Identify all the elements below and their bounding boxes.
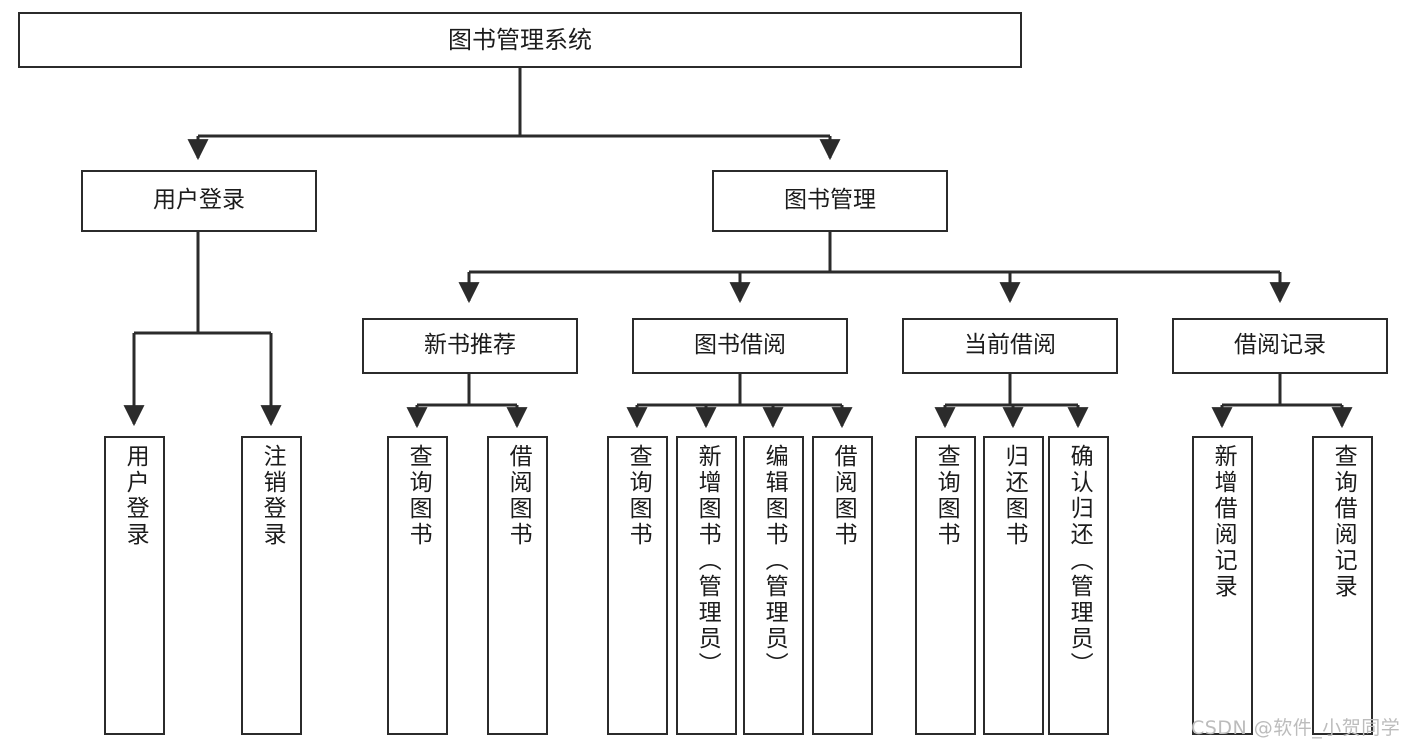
node-borrow-record[interactable]: 借阅记录 — [1172, 318, 1388, 374]
node-root-book-management-system[interactable]: 图书管理系统 — [18, 12, 1022, 68]
node-label: 图书管理系统 — [448, 25, 592, 54]
node-user-login[interactable]: 用户登录 — [81, 170, 317, 232]
node-label: 用户登录 — [153, 187, 245, 214]
node-label: 新书推荐 — [424, 332, 516, 359]
node-label: 查询借阅记录 — [1330, 444, 1357, 600]
leaf-current-borrow-confirm-return-admin[interactable]: 确认归还（管理员） — [1048, 436, 1109, 735]
node-book-borrow[interactable]: 图书借阅 — [632, 318, 848, 374]
leaf-current-borrow-query-book[interactable]: 查询图书 — [915, 436, 976, 735]
node-label: 借阅记录 — [1234, 332, 1326, 359]
leaf-current-borrow-return-book[interactable]: 归还图书 — [983, 436, 1044, 735]
node-label: 借阅图书 — [830, 444, 857, 548]
leaf-book-borrow-add-book-admin[interactable]: 新增图书（管理员） — [676, 436, 737, 735]
node-book-management[interactable]: 图书管理 — [712, 170, 948, 232]
leaf-new-book-borrow-book[interactable]: 借阅图书 — [487, 436, 548, 735]
node-label: 编辑图书（管理员） — [761, 444, 788, 678]
node-label: 查询图书 — [625, 444, 652, 548]
node-label: 借阅图书 — [505, 444, 532, 548]
node-label: 新增借阅记录 — [1210, 444, 1237, 600]
node-label: 查询图书 — [933, 444, 960, 548]
node-label: 注销登录 — [259, 444, 286, 548]
node-new-book-recommend[interactable]: 新书推荐 — [362, 318, 578, 374]
node-label: 查询图书 — [405, 444, 432, 548]
leaf-book-borrow-edit-book-admin[interactable]: 编辑图书（管理员） — [743, 436, 804, 735]
leaf-book-borrow-query-book[interactable]: 查询图书 — [607, 436, 668, 735]
node-label: 确认归还（管理员） — [1066, 444, 1093, 678]
leaf-user-login-login[interactable]: 用户登录 — [104, 436, 165, 735]
node-current-borrow[interactable]: 当前借阅 — [902, 318, 1118, 374]
leaf-borrow-record-query-record[interactable]: 查询借阅记录 — [1312, 436, 1373, 735]
node-label: 用户登录 — [122, 444, 149, 548]
node-label: 新增图书（管理员） — [694, 444, 721, 678]
node-label: 图书借阅 — [694, 332, 786, 359]
node-label: 归还图书 — [1001, 444, 1028, 548]
leaf-user-login-logout[interactable]: 注销登录 — [241, 436, 302, 735]
leaf-book-borrow-borrow-book[interactable]: 借阅图书 — [812, 436, 873, 735]
leaf-new-book-query-book[interactable]: 查询图书 — [387, 436, 448, 735]
node-label: 图书管理 — [784, 187, 876, 214]
node-label: 当前借阅 — [964, 332, 1056, 359]
leaf-borrow-record-add-record[interactable]: 新增借阅记录 — [1192, 436, 1253, 735]
